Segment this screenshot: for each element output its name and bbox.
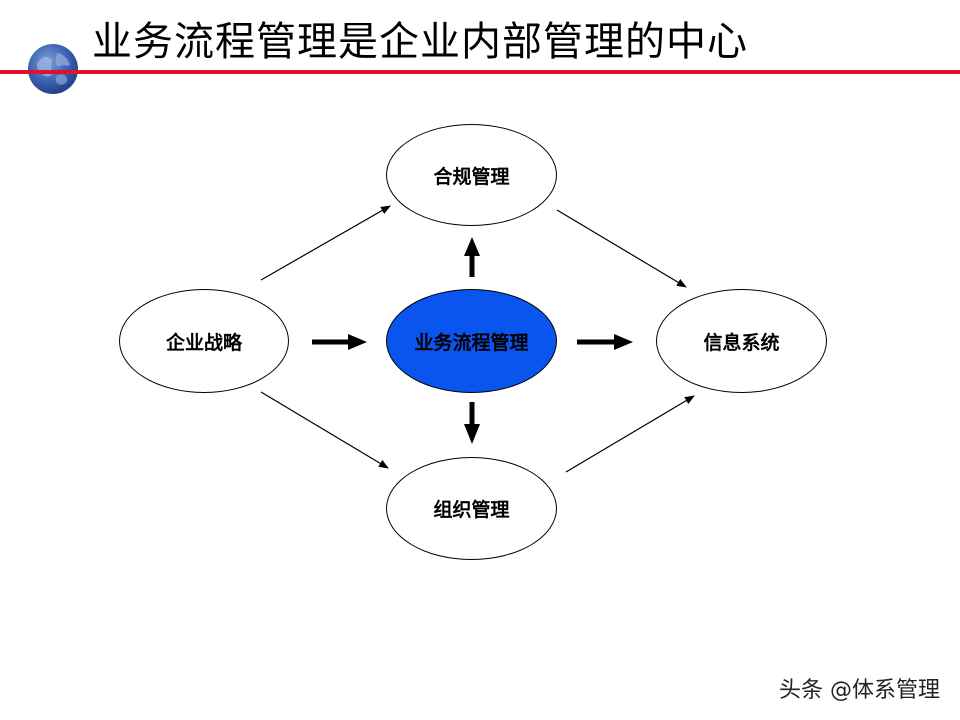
node-label: 合规管理: [433, 165, 510, 188]
node-corporate-strategy: 企业战略: [119, 289, 289, 393]
title-divider: [0, 70, 960, 74]
arrow-organization-to-information: [565, 395, 695, 473]
globe-icon: [28, 44, 78, 94]
arrow-process-to-compliance: [464, 237, 480, 277]
node-label: 组织管理: [433, 499, 510, 521]
arrow-strategy-to-organization: [260, 391, 389, 469]
watermark: 头条 @体系管理: [779, 678, 940, 703]
arrow-process-to-information: [577, 334, 633, 350]
node-compliance-management: 合规管理: [386, 124, 557, 226]
arrow-strategy-to-process: [312, 334, 367, 350]
node-label: 信息系统: [703, 331, 780, 354]
node-information-system: 信息系统: [656, 289, 827, 393]
page-title: 业务流程管理是企业内部管理的中心: [92, 19, 748, 65]
node-label: 企业战略: [165, 331, 242, 354]
arrow-process-to-organization: [464, 402, 480, 444]
node-label: 业务流程管理: [414, 331, 529, 354]
arrow-compliance-to-information: [556, 209, 687, 288]
node-organization-management: 组织管理: [386, 457, 557, 560]
node-business-process-management: 业务流程管理: [386, 289, 557, 393]
arrow-strategy-to-compliance: [260, 205, 391, 281]
